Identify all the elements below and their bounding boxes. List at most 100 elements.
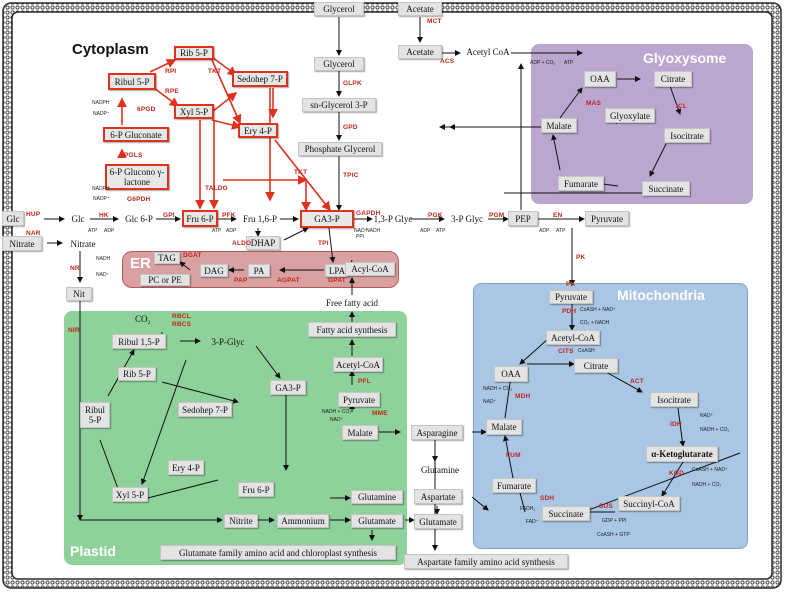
enzyme-gpd: GPD	[343, 124, 358, 131]
cofactor-nadh-mdh: NADH + CO₂	[483, 386, 513, 392]
metabolite-fru6p-plastid: Fru 6-P	[238, 482, 274, 497]
cofactor-nad-nr: NAD⁺	[96, 272, 110, 278]
metabolite-ga3p-plastid: GA3-P	[270, 380, 306, 395]
mitochondria-title: Mitochondria	[617, 287, 705, 303]
enzyme-rbcs: RBCS	[172, 321, 192, 328]
metabolite-dag: DAG	[200, 264, 228, 277]
enzyme-aldo: ALDO	[232, 240, 252, 247]
metabolite-pc-or-pe: PC or PE	[140, 274, 190, 286]
metabolite-13p-glyc: 1,3-P Glyc	[373, 213, 413, 224]
enzyme-mme: MME	[372, 410, 388, 417]
enzyme-agpat: AGPAT	[277, 277, 300, 284]
enzyme-mdh: MDH	[515, 393, 531, 400]
plastid-title: Plastid	[70, 543, 116, 559]
metabolite-nitrite: Nitrite	[224, 514, 258, 528]
enzyme-fum: FUM	[506, 452, 521, 459]
metabolite-dhap: DHAP	[246, 236, 280, 250]
cofactor-fad: FAD⁺	[526, 519, 539, 525]
enzyme-glpk: GLPK	[343, 80, 362, 87]
metabolite-lpa: LPA	[325, 264, 349, 277]
metabolite-glyoxylate: Glyoxylate	[605, 108, 655, 123]
metabolite-isocitrate-mitochondria: Isocitrate	[650, 392, 698, 407]
enzyme-rpe: RPE	[165, 88, 179, 95]
cofactor-nad-gapdh: NAD⁺	[354, 228, 368, 234]
process-fatty-acid-synthesis: Fatty acid synthesis	[308, 322, 396, 337]
metabolite-phosphate-glycerol: Phosphate Glycerol	[298, 142, 382, 156]
cofactor-atp-pfk: ATP	[212, 228, 222, 234]
metabolite-sedohep7p-plastid: Sedohep 7-P	[178, 402, 232, 417]
enzyme-tkt-1: TKT	[208, 68, 222, 75]
cofactor-fadh2: FADH₂	[520, 506, 536, 512]
metabolite-acyl-coa: Acyl-CoA	[345, 262, 395, 276]
mitochondria-region	[473, 283, 748, 549]
metabolite-nitrate-external: Nitrate	[2, 236, 42, 251]
cytoplasm-title: Cytoplasm	[72, 41, 149, 58]
enzyme-pk-cytoplasm: PK	[576, 254, 586, 261]
metabolite-3p-glyc-plastid: 3-P-Glyc	[211, 336, 245, 347]
cofactor-adp-pgk: ADP	[420, 228, 431, 234]
metabolite-ery4p-plastid: Ery 4-P	[168, 460, 204, 475]
enzyme-en: EN	[553, 212, 563, 219]
metabolite-pyruvate-plastid: Pyruvate	[338, 392, 380, 407]
metabolite-ery4p: Ery 4-P	[238, 123, 278, 138]
metabolite-pyruvate-mitochondria: Pyruvate	[549, 290, 593, 304]
enzyme-act: ACT	[630, 378, 644, 385]
metabolite-fru16p: Fru 1,6-P	[242, 213, 277, 224]
metabolite-ribul15p: Ribul 1,5-P	[112, 334, 166, 349]
metabolite-ribul5p: Ribul 5-P	[108, 73, 156, 90]
enzyme-taldo: TALDO	[205, 185, 228, 192]
metabolite-acetyl-coa-mitochondria: Acetyl-CoA	[546, 330, 600, 345]
metabolite-glycerol: Glycerol	[314, 57, 364, 71]
metabolite-pa: PA	[248, 264, 270, 277]
cofactor-adp-hk: ADP	[104, 228, 115, 234]
cofactor-nadh-mme: NADH + CO₂	[322, 409, 352, 415]
enzyme-gpi: GPI	[163, 212, 175, 219]
metabolite-succinate-glyoxysome: Succinate	[642, 181, 690, 196]
cofactor-nad-mme: NAD⁺	[330, 417, 344, 423]
metabolite-nit: Nit	[66, 287, 92, 301]
metabolite-asparagine: Asparagine	[411, 425, 463, 440]
metabolite-isocitrate-glyoxysome: Isocitrate	[664, 128, 710, 143]
cofactor-gdp-sus: GDP + PPi	[602, 518, 627, 524]
metabolite-glc6p: Glc 6-P	[125, 213, 153, 224]
cofactor-adp-en: ADP	[539, 228, 550, 234]
metabolite-citrate-mitochondria: Citrate	[574, 358, 618, 373]
enzyme-dgat: DGAT	[183, 252, 202, 259]
enzyme-pk-mitochondria: PK	[566, 281, 576, 288]
cofactor-pi-gapdh: PPi	[356, 234, 364, 240]
enzyme-pgls: PGLS	[124, 152, 143, 159]
cofactor-atp-en: ATP	[556, 228, 566, 234]
process-aspartate-family-synthesis: Aspartate family amino acid synthesis	[404, 554, 568, 569]
enzyme-tpic: TPIC	[343, 172, 359, 179]
enzyme-acs: ACS	[440, 58, 455, 65]
metabolite-oaa-glyoxysome: OAA	[584, 71, 616, 87]
enzyme-sdh: SDH	[540, 495, 555, 502]
enzyme-icl: ICL	[676, 103, 688, 110]
enzyme-rpi: RPI	[165, 68, 177, 75]
metabolite-glc: Glc	[71, 213, 85, 224]
enzyme-rbcl: RBCL	[172, 313, 191, 320]
cofactor-atp-acs: ATP	[564, 60, 574, 66]
glyoxysome-title: Glyoxysome	[643, 50, 727, 66]
metabolite-xyl5p-plastid: Xyl 5-P	[112, 487, 148, 502]
metabolite-pyruvate-cytoplasm: Pyruvate	[585, 211, 629, 226]
cofactor-gtp-sus: CoASH + GTP	[597, 532, 630, 538]
metabolite-tag: TAG	[154, 252, 180, 264]
metabolite-glutamate-cytoplasm: Glutamate	[414, 514, 462, 529]
enzyme-hk: HK	[99, 212, 109, 219]
cofactor-atp-pgk: ATP	[436, 228, 446, 234]
metabolite-6p-gluconate: 6-P Gluconate	[103, 127, 169, 142]
process-glutamate-family-synthesis: Glutamate family amino acid and chloropl…	[160, 545, 396, 560]
enzyme-hup: HUP	[26, 211, 41, 218]
metabolite-3p-glyc: 3-P Glyc	[451, 213, 483, 224]
metabolite-aspartate: Aspartate	[414, 489, 462, 504]
enzyme-tpi: TPI	[318, 240, 329, 247]
enzyme-mct: MCT	[427, 18, 442, 25]
metabolite-glutamine-plastid: Glutamine	[351, 490, 403, 504]
enzyme-gapdh: GAPDH	[356, 210, 381, 217]
enzyme-gpat: GPAT	[328, 277, 346, 284]
enzyme-sus: SUS	[599, 503, 613, 510]
metabolite-ribul5p-plastid: Ribul 5-P	[80, 402, 110, 428]
metabolite-malate-mitochondria: Malate	[486, 419, 522, 435]
cofactor-nadp-lactone: NADP⁺	[93, 196, 110, 202]
